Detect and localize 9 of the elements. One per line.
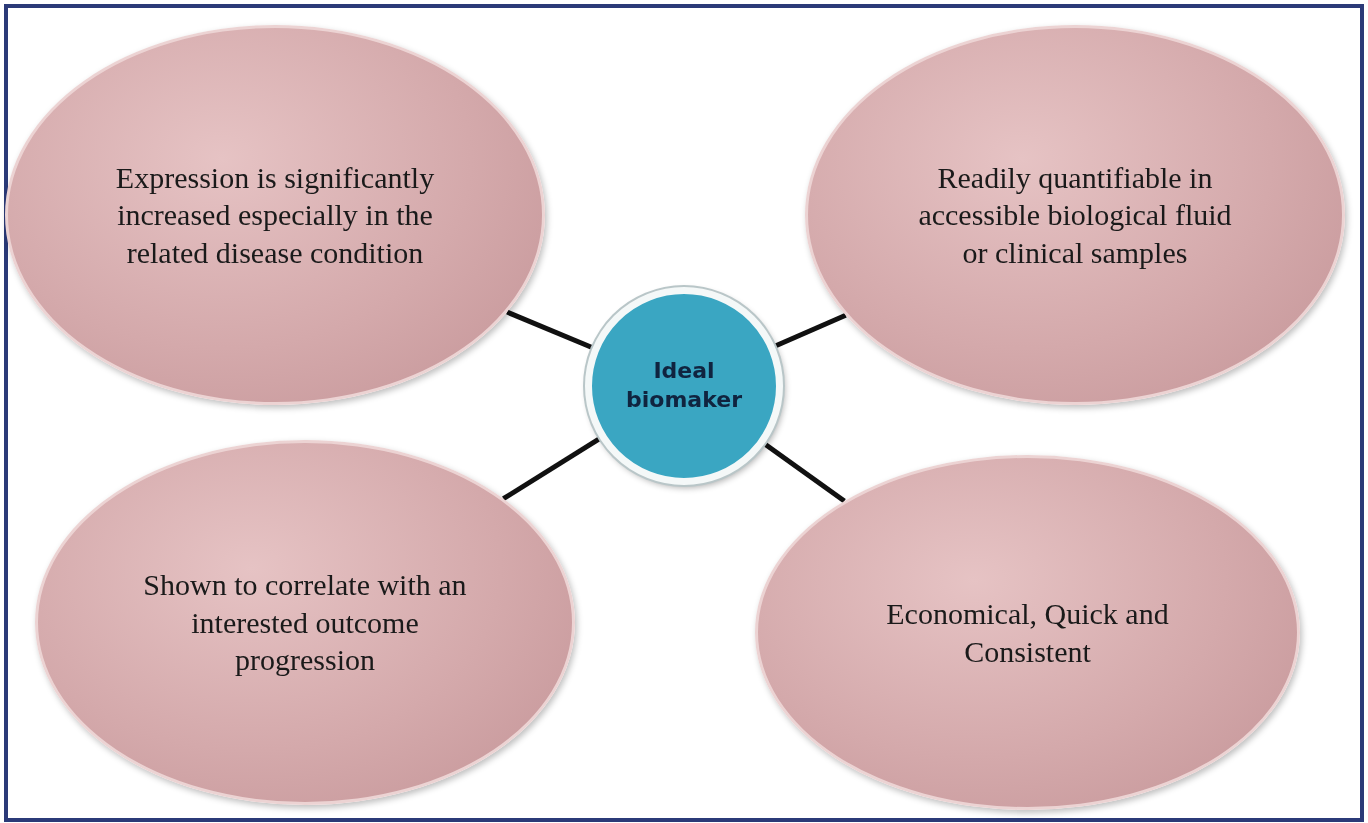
node-text: Readily quantifiable in accessible biological fluid or clinical samples	[917, 159, 1233, 271]
connector-line	[506, 309, 594, 351]
node-text: Ideal biomaker	[625, 357, 743, 414]
node-text: Shown to correlate with an interested outcome progression	[142, 567, 468, 679]
connector-line	[502, 436, 602, 501]
node-text: Economical, Quick and Consistent	[885, 596, 1170, 670]
node-text: Expression is significantly increased especially in the related disease condition	[114, 159, 436, 271]
connector-line	[762, 441, 846, 504]
connector-line	[773, 313, 847, 349]
